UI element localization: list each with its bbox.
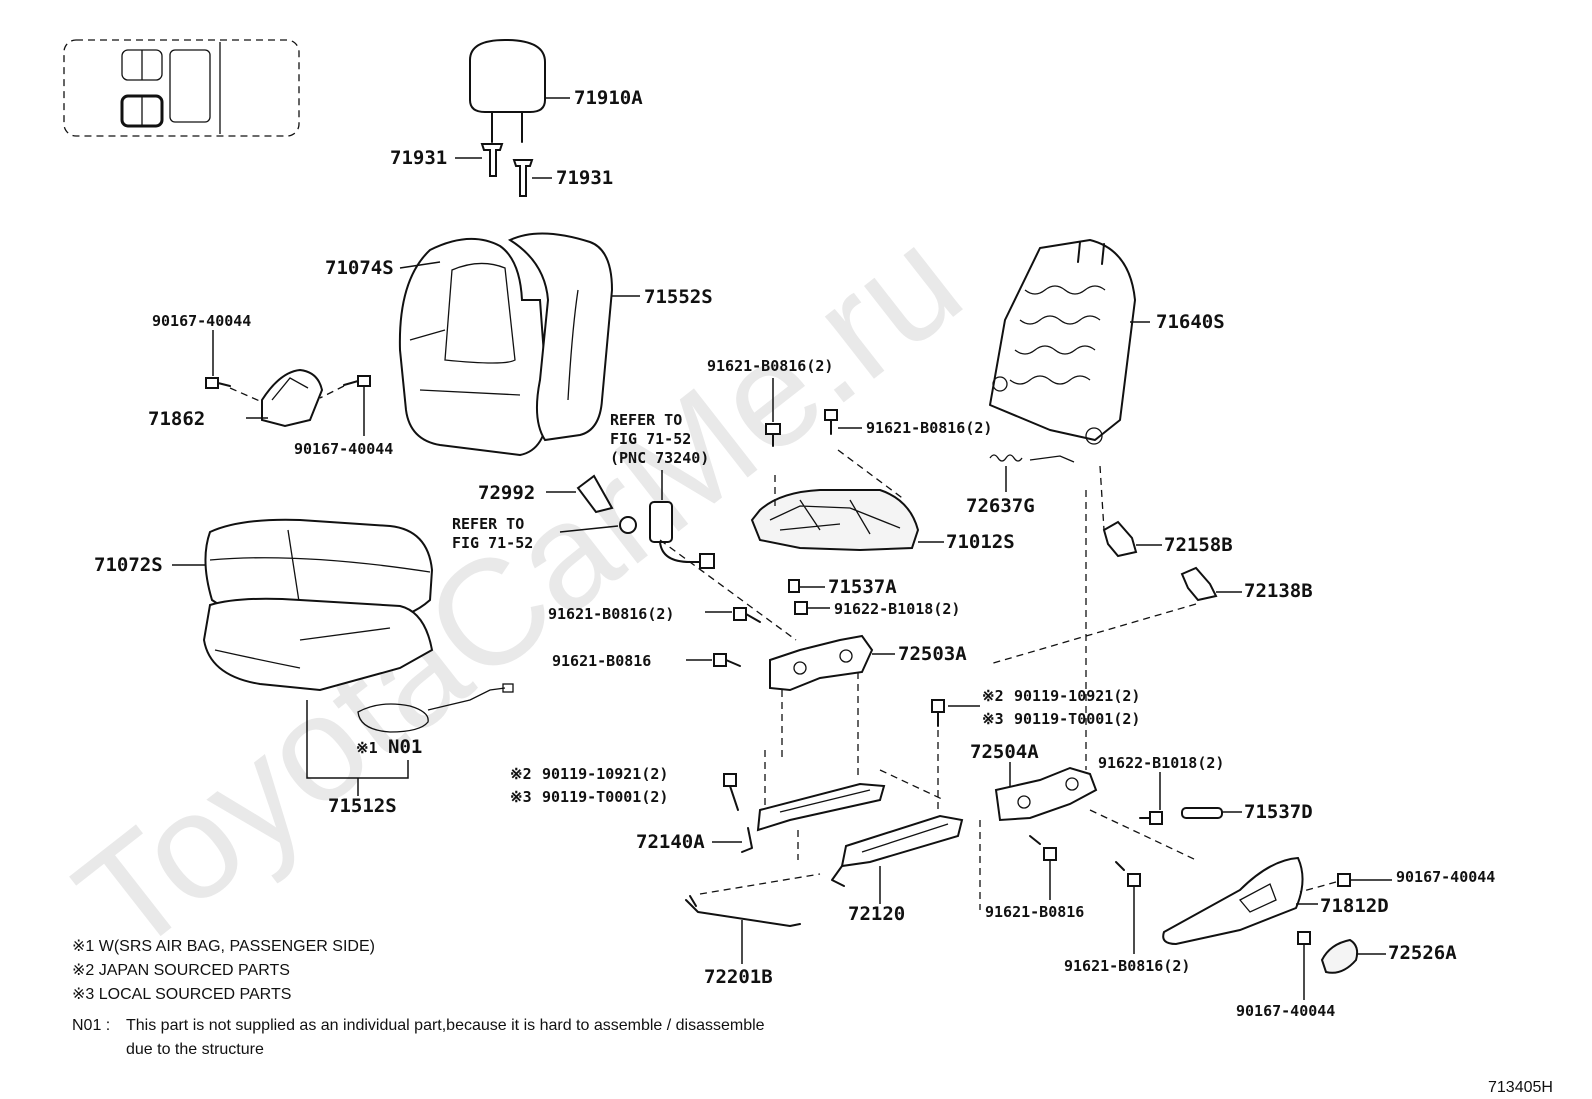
label-shield[interactable]: 71862 xyxy=(148,408,205,430)
label-adjuster-a[interactable]: 72503A xyxy=(898,643,967,665)
knob-72526A xyxy=(1320,938,1386,974)
label-bolt-e-mark[interactable]: ※2 xyxy=(982,687,1004,705)
note-4-line1: This part is not supplied as an individu… xyxy=(126,1017,765,1034)
label-knob[interactable]: 72526A xyxy=(1388,942,1457,964)
label-headrest[interactable]: 71910A xyxy=(574,87,643,109)
label-bolt-a1[interactable]: 91621-B0816(2) xyxy=(707,357,833,375)
part-labels: 71910A 71931 71931 71074S 71552S 71640S … xyxy=(94,87,1495,1020)
label-refer1-line1[interactable]: REFER TO xyxy=(610,411,682,429)
note-4-line2: due to the structure xyxy=(126,1041,264,1058)
label-cushion-cover[interactable]: 71072S xyxy=(94,554,163,576)
label-back-frame[interactable]: 71640S xyxy=(1156,311,1225,333)
cover-72138B xyxy=(989,566,1242,665)
label-bolt-i-mark[interactable]: ※3 xyxy=(510,788,532,806)
label-bolt-k[interactable]: 91621-B0816(2) xyxy=(1064,957,1190,975)
label-shield-bolt-top[interactable]: 90167-40044 xyxy=(152,312,251,330)
seatback-pad xyxy=(507,232,640,442)
bolt-icon xyxy=(1029,835,1057,900)
label-clip[interactable]: 72992 xyxy=(478,482,535,504)
seat-track-72140A xyxy=(712,750,945,853)
seatback-frame xyxy=(989,239,1150,445)
bolt-icon xyxy=(205,330,263,403)
headrest xyxy=(469,38,570,143)
label-back-cover[interactable]: 71074S xyxy=(325,257,394,279)
pad-71537D xyxy=(1089,807,1242,861)
label-bolt-c[interactable]: 91621-B0816(2) xyxy=(548,605,674,623)
bolt-icon xyxy=(319,375,371,436)
label-back-pad[interactable]: 71552S xyxy=(644,286,713,308)
side-shield-71812D xyxy=(1162,856,1318,946)
spring xyxy=(989,454,1075,492)
label-bolt-b[interactable]: 91622-B1018(2) xyxy=(834,600,960,618)
label-refer2-line2[interactable]: FIG 71-52 xyxy=(452,534,533,552)
bolt-icon xyxy=(1139,772,1163,825)
cover-72158B xyxy=(1102,520,1162,558)
label-wire[interactable]: 72201B xyxy=(704,966,773,988)
bolt-icon xyxy=(1299,873,1392,893)
label-sensor[interactable]: N01 xyxy=(388,736,422,758)
label-refer1-line2[interactable]: FIG 71-52 xyxy=(610,430,691,448)
label-track-b[interactable]: 72120 xyxy=(848,903,905,925)
bolt-icon xyxy=(931,699,980,810)
pad-71537A xyxy=(788,579,825,593)
label-bolt-a2[interactable]: 91621-B0816(2) xyxy=(866,419,992,437)
label-guide-right[interactable]: 71931 xyxy=(556,167,613,189)
seat-position-key xyxy=(63,39,300,137)
note-4-prefix: N01 : xyxy=(72,1017,110,1034)
label-cover-b[interactable]: 72158B xyxy=(1164,534,1233,556)
seat-track-72120 xyxy=(797,814,964,904)
cushion-assy-bracket xyxy=(306,700,409,796)
cushion-frame xyxy=(750,449,944,552)
label-pad-a[interactable]: 71537A xyxy=(828,576,897,598)
clip-72992 xyxy=(546,474,614,514)
label-bolt-l[interactable]: 90167-40044 xyxy=(1396,868,1495,886)
label-pad-d[interactable]: 71537D xyxy=(1244,801,1313,823)
bolt-icon xyxy=(794,601,830,615)
shield-71862 xyxy=(246,368,324,428)
note-2: ※2 JAPAN SOURCED PARTS xyxy=(72,962,290,979)
cushion-pad xyxy=(202,597,434,692)
wire-72201B xyxy=(685,873,821,964)
label-bolt-d[interactable]: 91621-B0816 xyxy=(552,652,651,670)
note-1: ※1 W(SRS AIR BAG, PASSENGER SIDE) xyxy=(72,938,375,955)
label-bolt-f[interactable]: 90119-T0001(2) xyxy=(1014,710,1140,728)
label-bolt-h[interactable]: 90119-10921(2) xyxy=(542,765,668,783)
label-refer2-line1[interactable]: REFER TO xyxy=(452,515,524,533)
label-guide-left[interactable]: 71931 xyxy=(390,147,447,169)
label-refer1-line3[interactable]: (PNC 73240) xyxy=(610,449,709,467)
label-adjuster-b[interactable]: 72504A xyxy=(970,741,1039,763)
seat-belt-buckle xyxy=(559,470,715,569)
footnotes: ※1 W(SRS AIR BAG, PASSENGER SIDE) ※2 JAP… xyxy=(72,938,765,1058)
label-bolt-j[interactable]: 91621-B0816 xyxy=(985,903,1084,921)
label-sensor-mark[interactable]: ※1 xyxy=(356,739,378,757)
label-bolt-h-mark[interactable]: ※2 xyxy=(510,765,532,783)
label-side-shield[interactable]: 71812D xyxy=(1320,895,1389,917)
label-bolt-e[interactable]: 90119-10921(2) xyxy=(1014,687,1140,705)
label-bolt-m[interactable]: 90167-40044 xyxy=(1236,1002,1335,1020)
sensor-mat xyxy=(357,683,514,733)
bolt-icon xyxy=(705,607,761,623)
seatback-cover xyxy=(398,237,550,457)
note-3: ※3 LOCAL SOURCED PARTS xyxy=(72,986,291,1003)
label-bolt-g[interactable]: 91622-B1018(2) xyxy=(1098,754,1224,772)
label-track-a[interactable]: 72140A xyxy=(636,831,705,853)
bolt-icon xyxy=(686,653,741,667)
headrest-guides xyxy=(455,143,552,197)
bolt-icon xyxy=(824,409,862,435)
adjuster-72504A xyxy=(979,465,1105,910)
bolt-icon xyxy=(1297,931,1311,1000)
bolt-icon xyxy=(765,378,781,447)
label-cushion-assy[interactable]: 71512S xyxy=(328,795,397,817)
label-bolt-f-mark[interactable]: ※3 xyxy=(982,710,1004,728)
diagram-id: 713405H xyxy=(1488,1079,1553,1096)
label-cover-c[interactable]: 72138B xyxy=(1244,580,1313,602)
bolt-icon xyxy=(1115,861,1141,954)
label-bolt-i[interactable]: 90119-T0001(2) xyxy=(542,788,668,806)
label-cushion-frame[interactable]: 71012S xyxy=(946,531,1015,553)
bolt-icon xyxy=(723,773,739,811)
label-spring[interactable]: 72637G xyxy=(966,495,1035,517)
label-shield-bolt-bottom[interactable]: 90167-40044 xyxy=(294,440,393,458)
adjuster-72503A xyxy=(659,539,895,780)
